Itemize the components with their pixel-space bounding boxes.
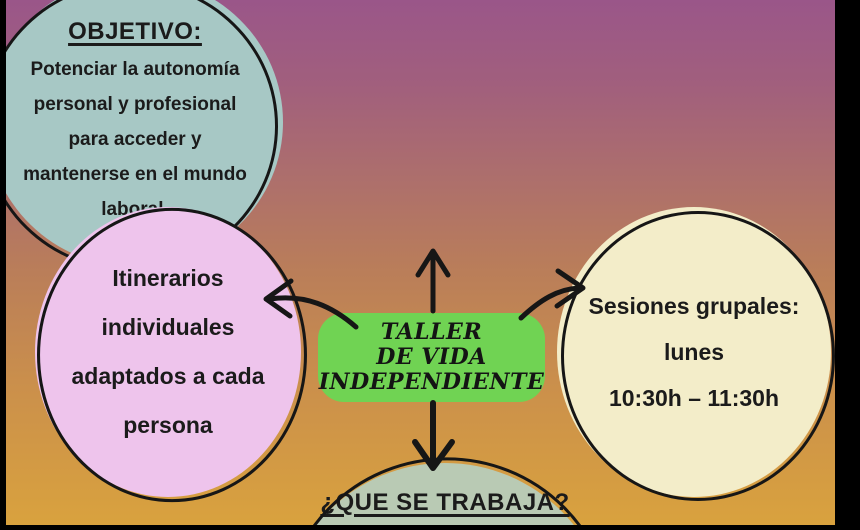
objetivo-title: OBJETIVO: <box>68 17 202 45</box>
itinerarios-line: adaptados a cada <box>71 363 265 389</box>
center-title-box: TALLER DE VIDA INDEPENDIENTE <box>318 313 545 402</box>
frame-bar-left <box>0 0 6 530</box>
node-sesiones: Sesiones grupales: lunes 10:30h – 11:30h <box>557 207 831 497</box>
node-itinerarios: Itinerarios individuales adaptados a cad… <box>35 207 301 497</box>
itinerarios-line: Itinerarios <box>112 265 224 291</box>
frame-bar-right <box>835 0 860 530</box>
center-title-line: DE VIDA <box>376 344 487 370</box>
objetivo-line: personal y profesional <box>33 93 237 115</box>
frame-bar-bottom <box>0 525 860 530</box>
itinerarios-line: persona <box>123 412 213 438</box>
center-title-line: TALLER <box>380 319 483 345</box>
poster-background: OBJETIVO: Potenciar la autonomía persona… <box>6 0 835 525</box>
center-title-line: INDEPENDIENTE <box>318 369 545 395</box>
objetivo-line: mantenerse en el mundo <box>23 163 247 185</box>
objetivo-line: Potenciar la autonomía <box>30 58 240 80</box>
node-que-se-trabaja: ¿QUE SE TRABAJA? <box>280 463 610 525</box>
arrow-up-icon <box>415 248 451 314</box>
sesiones-line: Sesiones grupales: <box>588 293 800 319</box>
objetivo-line: para acceder y <box>68 128 202 150</box>
sesiones-line: 10:30h – 11:30h <box>608 385 780 411</box>
sesiones-line: lunes <box>663 339 725 365</box>
arrow-down-icon <box>412 400 455 471</box>
itinerarios-line: individuales <box>101 314 235 340</box>
que-se-trabaja-title: ¿QUE SE TRABAJA? <box>320 489 570 516</box>
